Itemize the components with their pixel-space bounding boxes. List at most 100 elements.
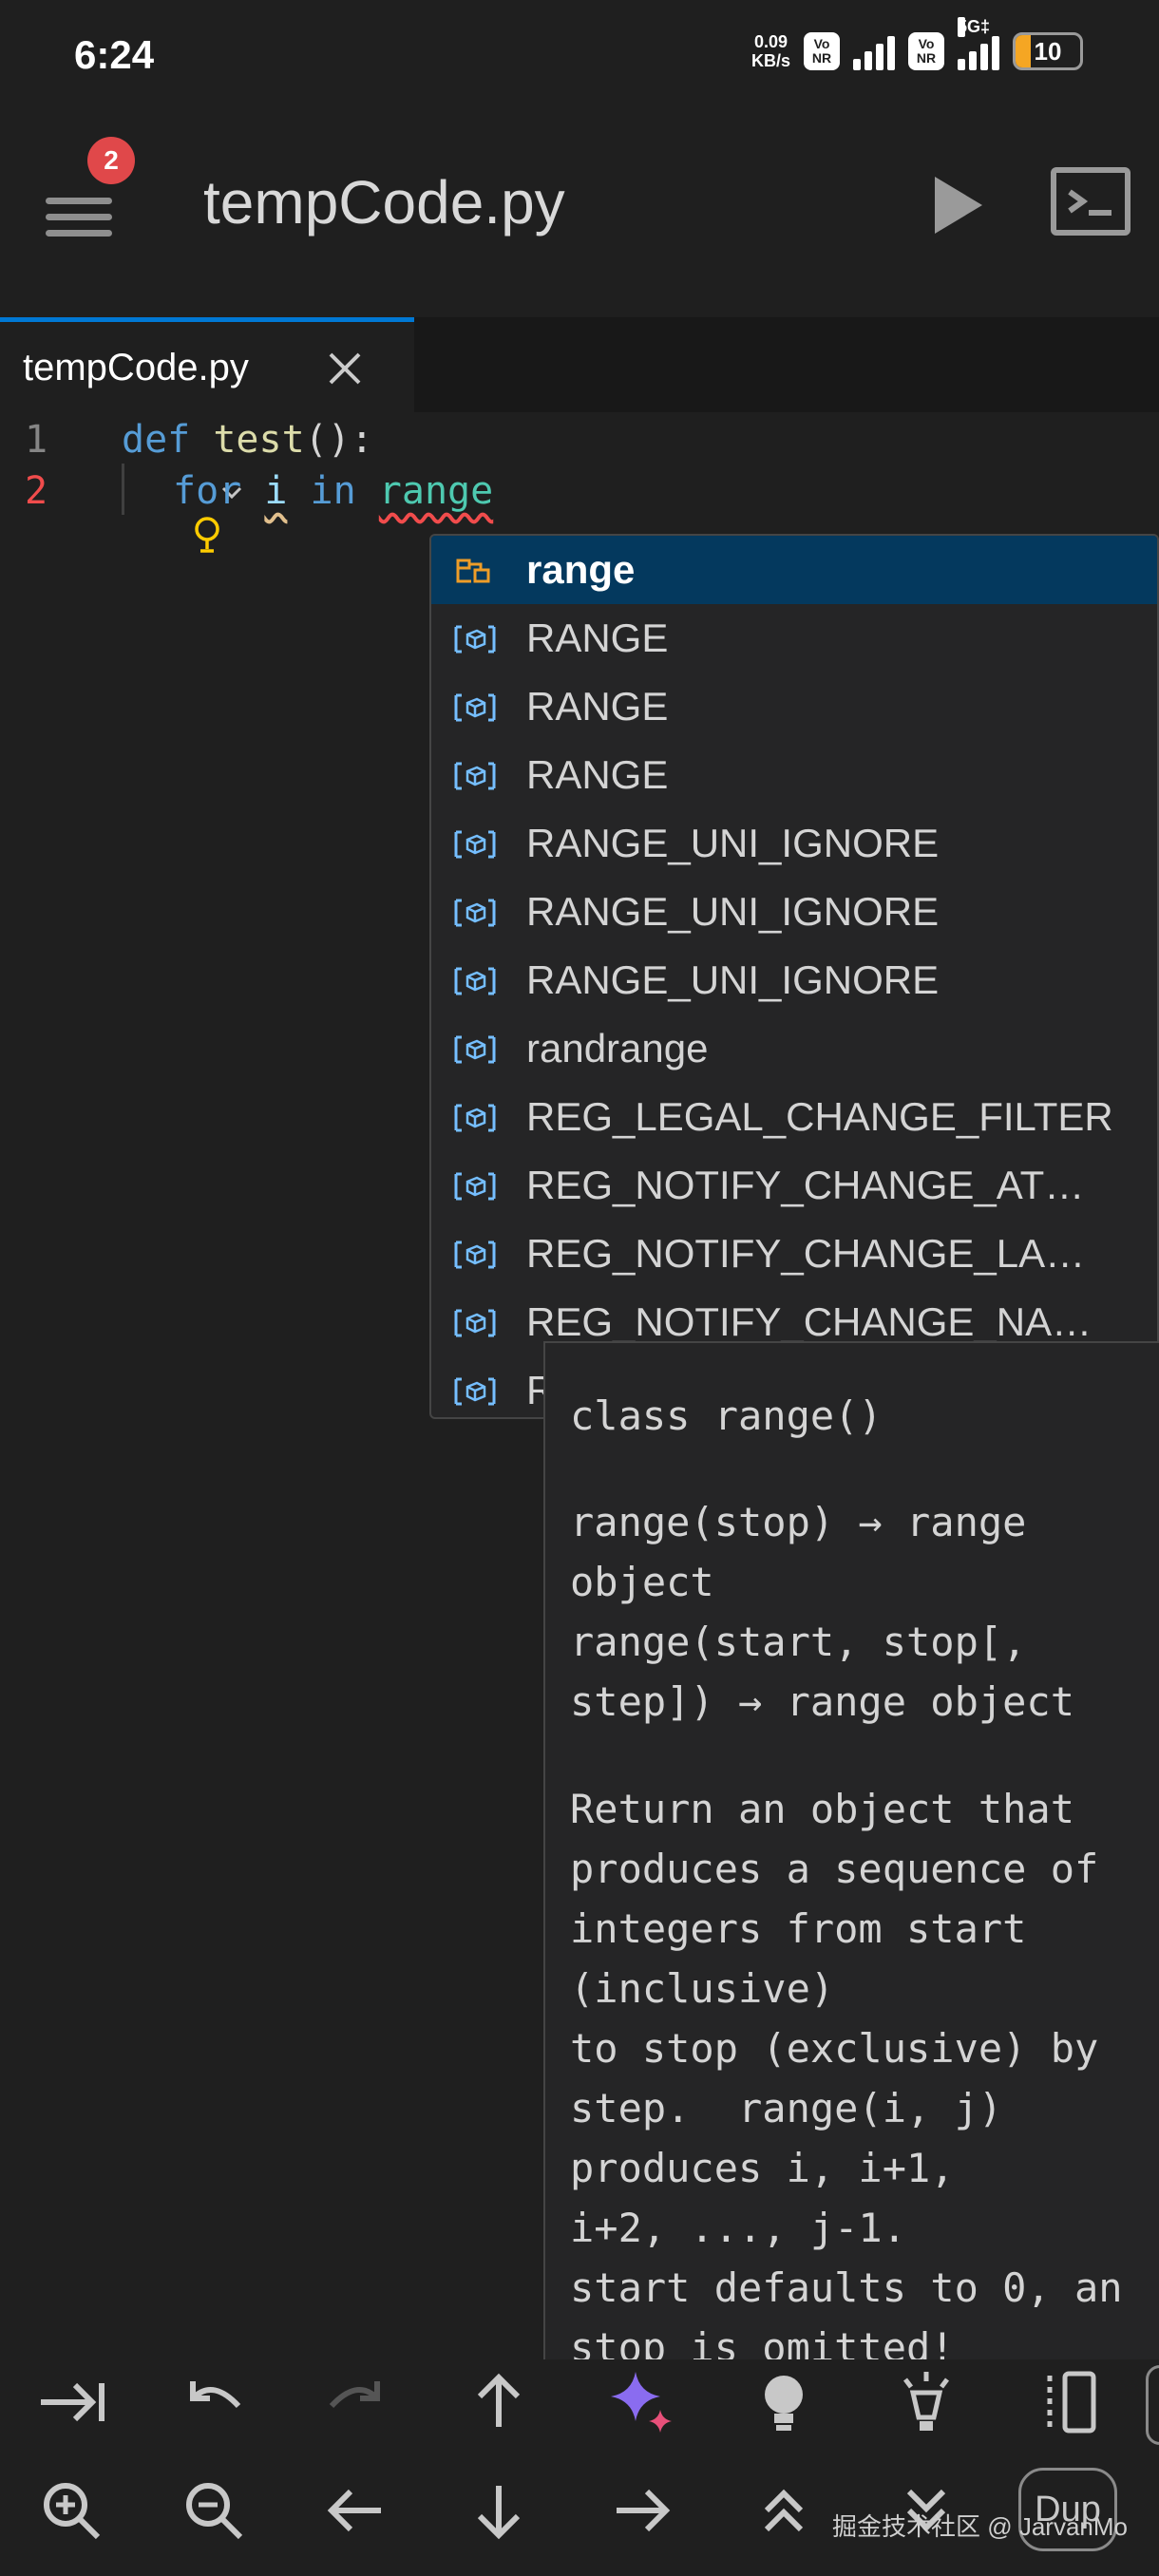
- volte-icon-2: Vo NR: [908, 32, 944, 70]
- suggestion-item[interactable]: RANGE: [431, 741, 1157, 809]
- suggestion-item[interactable]: RANGE_UNI_IGNORE: [431, 809, 1157, 878]
- variable-icon: [452, 965, 498, 997]
- ai-sparkle-icon[interactable]: [598, 2359, 684, 2445]
- details-line: i+2, ..., j-1.: [570, 2205, 907, 2251]
- signal-5g-icon: 5G‡: [958, 17, 999, 70]
- token-function: test: [213, 418, 305, 462]
- lightbulb-icon[interactable]: [53, 471, 219, 553]
- split-view-icon[interactable]: [1026, 2359, 1112, 2445]
- bottom-toolbar: Dup: [0, 2359, 1159, 2576]
- details-line: to stop (exclusive) by: [570, 2025, 1099, 2072]
- more-toolbar-button[interactable]: [1146, 2365, 1159, 2445]
- undo-icon[interactable]: [171, 2359, 256, 2445]
- suggestion-item[interactable]: RANGE_UNI_IGNORE: [431, 878, 1157, 946]
- suggestion-label: RANGE_UNI_IGNORE: [526, 889, 940, 934]
- chevron-down-icon[interactable]: [82, 427, 241, 500]
- suggestion-item[interactable]: range: [431, 536, 1157, 604]
- volte-bottom-text-2: NR: [916, 50, 937, 66]
- details-line: produces a sequence of: [570, 1846, 1099, 1892]
- code-line-1[interactable]: 1 def test():: [0, 412, 373, 500]
- status-bar: 6:24 0.09 KB/s Vo NR Vo NR 5G‡ 10: [0, 0, 1159, 118]
- suggestion-label: RANGE: [526, 684, 669, 729]
- tab-tempcode[interactable]: tempCode.py: [0, 317, 414, 412]
- variable-icon: [452, 1170, 498, 1203]
- hamburger-menu-icon[interactable]: [42, 179, 116, 251]
- lightbulb-icon[interactable]: [741, 2359, 826, 2445]
- suggestion-label: range: [526, 547, 636, 592]
- battery-level: 10: [1034, 36, 1062, 66]
- arrow-down-icon[interactable]: [456, 2468, 542, 2553]
- volte-bottom-text: NR: [811, 50, 832, 66]
- suggestion-item[interactable]: REG_NOTIFY_CHANGE_LA…: [431, 1220, 1157, 1288]
- double-chevron-down-icon[interactable]: [884, 2468, 969, 2553]
- details-line: start defaults to 0, an: [570, 2264, 1123, 2311]
- tab-bar: tempCode.py: [0, 317, 1159, 412]
- details-line: object: [570, 1559, 714, 1605]
- token-variable: i: [264, 469, 288, 513]
- close-icon[interactable]: [323, 347, 367, 390]
- suggestion-item[interactable]: RANGE: [431, 604, 1157, 672]
- tab-label: tempCode.py: [23, 347, 249, 388]
- zoom-out-icon[interactable]: [171, 2468, 256, 2553]
- page-title: tempCode.py: [203, 168, 565, 237]
- arrow-up-icon[interactable]: [456, 2359, 542, 2445]
- network-type-label: 5G‡: [958, 17, 991, 37]
- arrow-right-icon[interactable]: [598, 2468, 684, 2553]
- details-line: range(start, stop[,: [570, 1619, 1027, 1665]
- watermark: 掘金技术社区 @ JarvanMo: [832, 2512, 1128, 2541]
- token-space: [356, 469, 379, 513]
- double-chevron-up-icon[interactable]: [741, 2468, 826, 2553]
- details-line: step]) → range object: [570, 1678, 1075, 1725]
- details-line: Return an object that: [570, 1786, 1075, 1832]
- details-line: produces i, i+1,: [570, 2145, 955, 2191]
- battery-icon: 10: [1013, 32, 1083, 70]
- arrow-left-icon[interactable]: [314, 2468, 399, 2553]
- variable-icon: [452, 691, 498, 724]
- variable-icon: [452, 760, 498, 792]
- volte-icon: Vo NR: [804, 32, 840, 70]
- battery-fill: [1016, 35, 1032, 67]
- suggestion-label: REG_LEGAL_CHANGE_FILTER: [526, 1094, 1113, 1139]
- token-punctuation: ():: [304, 418, 373, 462]
- app-header: 2 tempCode.py: [0, 118, 1159, 317]
- signal-icon: [853, 32, 895, 70]
- code-text: for i in range: [173, 469, 493, 513]
- bug-lamp-icon[interactable]: [884, 2359, 969, 2445]
- notification-badge[interactable]: 2: [87, 137, 135, 184]
- token-keyword: in: [310, 469, 356, 513]
- variable-icon: [452, 1307, 498, 1339]
- play-icon[interactable]: [923, 167, 990, 243]
- variable-icon: [452, 1239, 498, 1271]
- suggestion-label: REG_NOTIFY_CHANGE_LA…: [526, 1231, 1086, 1276]
- line-number: 2: [25, 469, 48, 513]
- token-keyword: def: [122, 418, 191, 462]
- tab-indent-icon[interactable]: [28, 2359, 114, 2445]
- token-space: [287, 469, 310, 513]
- suggestion-item[interactable]: randrange: [431, 1014, 1157, 1083]
- details-line: stop is omitted!: [570, 2324, 955, 2359]
- suggestion-label: RANGE: [526, 616, 669, 660]
- redo-icon[interactable]: [314, 2359, 399, 2445]
- suggestion-item[interactable]: REG_NOTIFY_CHANGE_NA…: [431, 1288, 1157, 1356]
- suggestion-item[interactable]: REG_LEGAL_CHANGE_FILTER: [431, 1083, 1157, 1151]
- token-builtin: range: [378, 469, 494, 513]
- suggestion-item[interactable]: RANGE_UNI_IGNORE: [431, 946, 1157, 1014]
- variable-icon: [452, 1033, 498, 1066]
- suggestion-item[interactable]: REG_NOTIFY_CHANGE_AT…: [431, 1151, 1157, 1220]
- code-line-2[interactable]: 2 for i in range: [0, 464, 493, 553]
- suggestion-label: randrange: [526, 1026, 709, 1070]
- duplicate-button[interactable]: Dup: [1018, 2468, 1117, 2551]
- variable-icon: [452, 897, 498, 929]
- suggestion-label: RANGE_UNI_IGNORE: [526, 821, 940, 865]
- class-icon: [452, 555, 498, 587]
- suggestion-label: REG_NOTIFY_CHANGE_AT…: [526, 1163, 1085, 1207]
- suggestion-item[interactable]: RANGE: [431, 672, 1157, 741]
- terminal-icon[interactable]: [1051, 167, 1130, 236]
- network-speed: 0.09 KB/s: [751, 32, 790, 70]
- zoom-in-icon[interactable]: [28, 2468, 114, 2553]
- token-space: [241, 469, 264, 513]
- line-number: 1: [25, 418, 48, 462]
- variable-icon: [452, 1102, 498, 1134]
